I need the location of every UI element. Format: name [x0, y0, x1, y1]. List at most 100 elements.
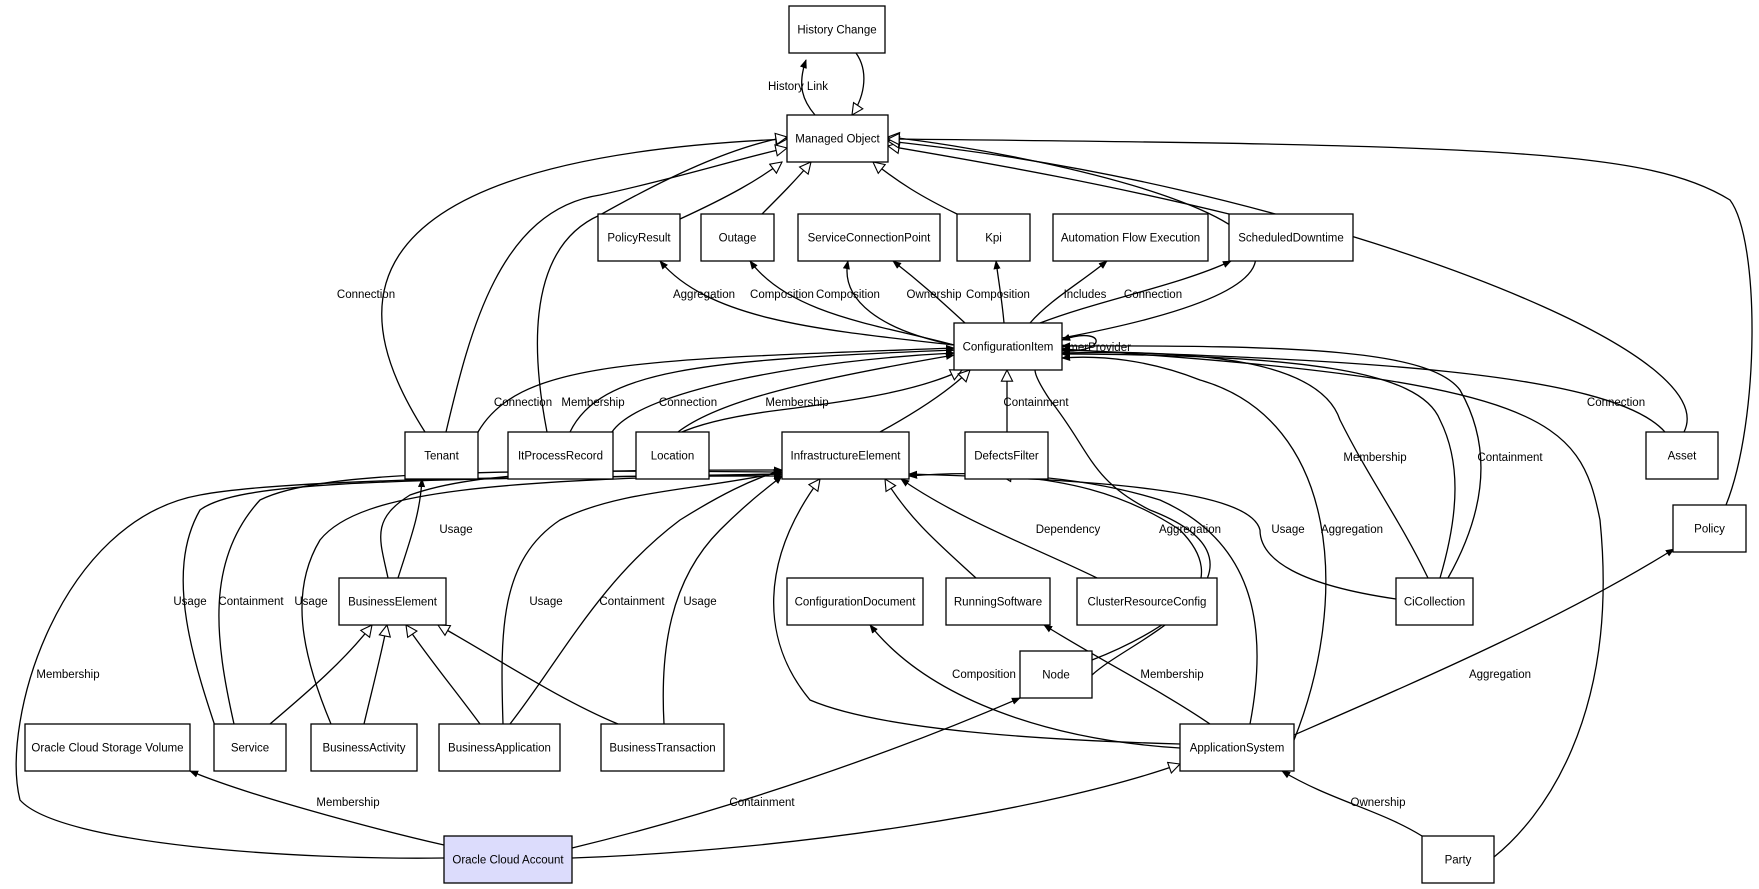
edge-line	[679, 162, 782, 220]
edge-line	[536, 137, 787, 433]
edge-line	[873, 162, 958, 215]
edge-application-system-to-policy	[1293, 548, 1675, 736]
node-business-application: BusinessApplication	[438, 723, 561, 772]
edge-application-system-to-configuration-document	[869, 624, 1181, 749]
edge-party-to-application-system	[1281, 770, 1423, 837]
node-label: DefectsFilter	[974, 451, 1039, 463]
edge-label: Aggregation	[1159, 524, 1221, 536]
edge-label: Ownership	[907, 289, 962, 301]
node-business-activity: BusinessActivity	[310, 723, 418, 772]
edge-line	[908, 470, 1397, 600]
node-box	[1421, 835, 1495, 884]
edge-line	[885, 479, 977, 579]
node-box	[213, 723, 287, 772]
edge-policy-to-managed-object	[888, 139, 1753, 506]
edge-label: Containment	[729, 797, 795, 809]
edge-line	[445, 148, 787, 433]
edge-location-to-configuration-item	[611, 349, 955, 433]
node-party: Party	[1421, 835, 1495, 884]
edge-label: Usage	[529, 596, 562, 608]
node-label: Asset	[1668, 451, 1698, 463]
node-infrastructure-element: InfrastructureElement	[781, 431, 910, 480]
edge-line	[662, 475, 783, 725]
node-scheduled-downtime: ScheduledDowntime	[1228, 213, 1354, 262]
edge-application-system-to-running-software	[1043, 624, 1211, 725]
edge-label: Composition	[816, 289, 880, 301]
node-box	[1645, 431, 1719, 480]
node-box	[788, 5, 886, 54]
edge-label: Connection	[494, 397, 552, 409]
node-label: Party	[1445, 855, 1472, 867]
edge-label: Containment	[599, 596, 665, 608]
edge-line	[773, 479, 1181, 745]
node-box	[953, 322, 1063, 371]
node-label: Kpi	[985, 233, 1002, 245]
edge-asset-to-configuration-item	[1061, 346, 1666, 433]
node-box	[781, 431, 910, 480]
node-box	[964, 431, 1049, 480]
edge-cluster-resource-config-to-infrastructure-element	[900, 478, 1098, 579]
edge-line	[799, 59, 816, 116]
node-ci-collection: CiCollection	[1395, 577, 1474, 626]
edge-oracle-cloud-account-to-node	[571, 697, 1021, 849]
node-asset: Asset	[1645, 431, 1719, 480]
edge-configuration-item-to-managed-object	[888, 137, 1257, 339]
edge-tenant-to-managed-object	[445, 148, 787, 433]
edge-line	[189, 770, 445, 846]
node-box	[507, 431, 614, 480]
node-label: Outage	[719, 233, 757, 245]
edge-oracle-cloud-account-to-application-system	[571, 764, 1180, 859]
edge-label: Aggregation	[1469, 669, 1531, 681]
edge-line	[761, 162, 811, 215]
node-label: ServiceConnectionPoint	[808, 233, 932, 245]
node-configuration-document: ConfigurationDocument	[786, 577, 924, 626]
edge-line	[1293, 548, 1675, 736]
node-label: Oracle Cloud Storage Volume	[31, 743, 183, 755]
edge-line	[1061, 346, 1666, 433]
edge-tenant-to-configuration-item	[477, 344, 955, 433]
edge-business-application-to-infrastructure-element	[501, 470, 783, 725]
edge-line	[1061, 342, 1482, 579]
node-label: InfrastructureElement	[791, 451, 902, 463]
edge-label: Composition	[966, 289, 1030, 301]
edge-line	[1061, 353, 1327, 741]
node-box	[797, 213, 941, 262]
node-box	[786, 114, 889, 163]
edge-configuration-item-to-automation-flow-execution	[1029, 260, 1108, 324]
edge-party-to-configuration-item	[1061, 345, 1604, 858]
edge-label: Membership	[1140, 669, 1203, 681]
edge-line	[852, 52, 865, 115]
node-running-software: RunningSoftware	[945, 577, 1051, 626]
edge-scheduled-downtime-to-managed-object	[888, 146, 1230, 215]
edge-line	[15, 472, 783, 859]
edge-line	[363, 625, 387, 725]
node-label: BusinessTransaction	[609, 743, 715, 755]
node-label: BusinessApplication	[448, 743, 551, 755]
edge-line	[993, 260, 1005, 324]
node-label: BusinessActivity	[322, 743, 405, 755]
edge-oracle-cloud-account-to-oracle-cloud-storage-volume	[189, 770, 445, 846]
node-label: ConfigurationDocument	[795, 597, 917, 609]
edge-label: Membership	[316, 797, 379, 809]
node-box	[404, 431, 479, 480]
node-label: ApplicationSystem	[1190, 743, 1285, 755]
edge-line	[611, 349, 955, 433]
node-label: History Change	[797, 25, 876, 37]
node-label: Managed Object	[795, 134, 880, 146]
node-label: Tenant	[424, 451, 459, 463]
edge-line	[571, 764, 1180, 859]
edge-line	[501, 470, 783, 725]
edge-line	[900, 478, 1098, 579]
edge-line	[888, 139, 1753, 506]
edge-label: Connection	[659, 397, 717, 409]
edge-label: Containment	[1477, 452, 1543, 464]
node-policy-result: PolicyResult	[597, 213, 681, 262]
node-application-system: ApplicationSystem	[1179, 723, 1295, 772]
edge-ci-collection-to-configuration-item	[1061, 349, 1429, 579]
node-oracle-cloud-storage-volume: Oracle Cloud Storage Volume	[24, 723, 191, 772]
node-location: Location	[635, 431, 710, 480]
edge-ci-collection-to-configuration-item	[1061, 350, 1456, 579]
node-label: CiCollection	[1404, 597, 1465, 609]
edge-label: Usage	[683, 596, 716, 608]
